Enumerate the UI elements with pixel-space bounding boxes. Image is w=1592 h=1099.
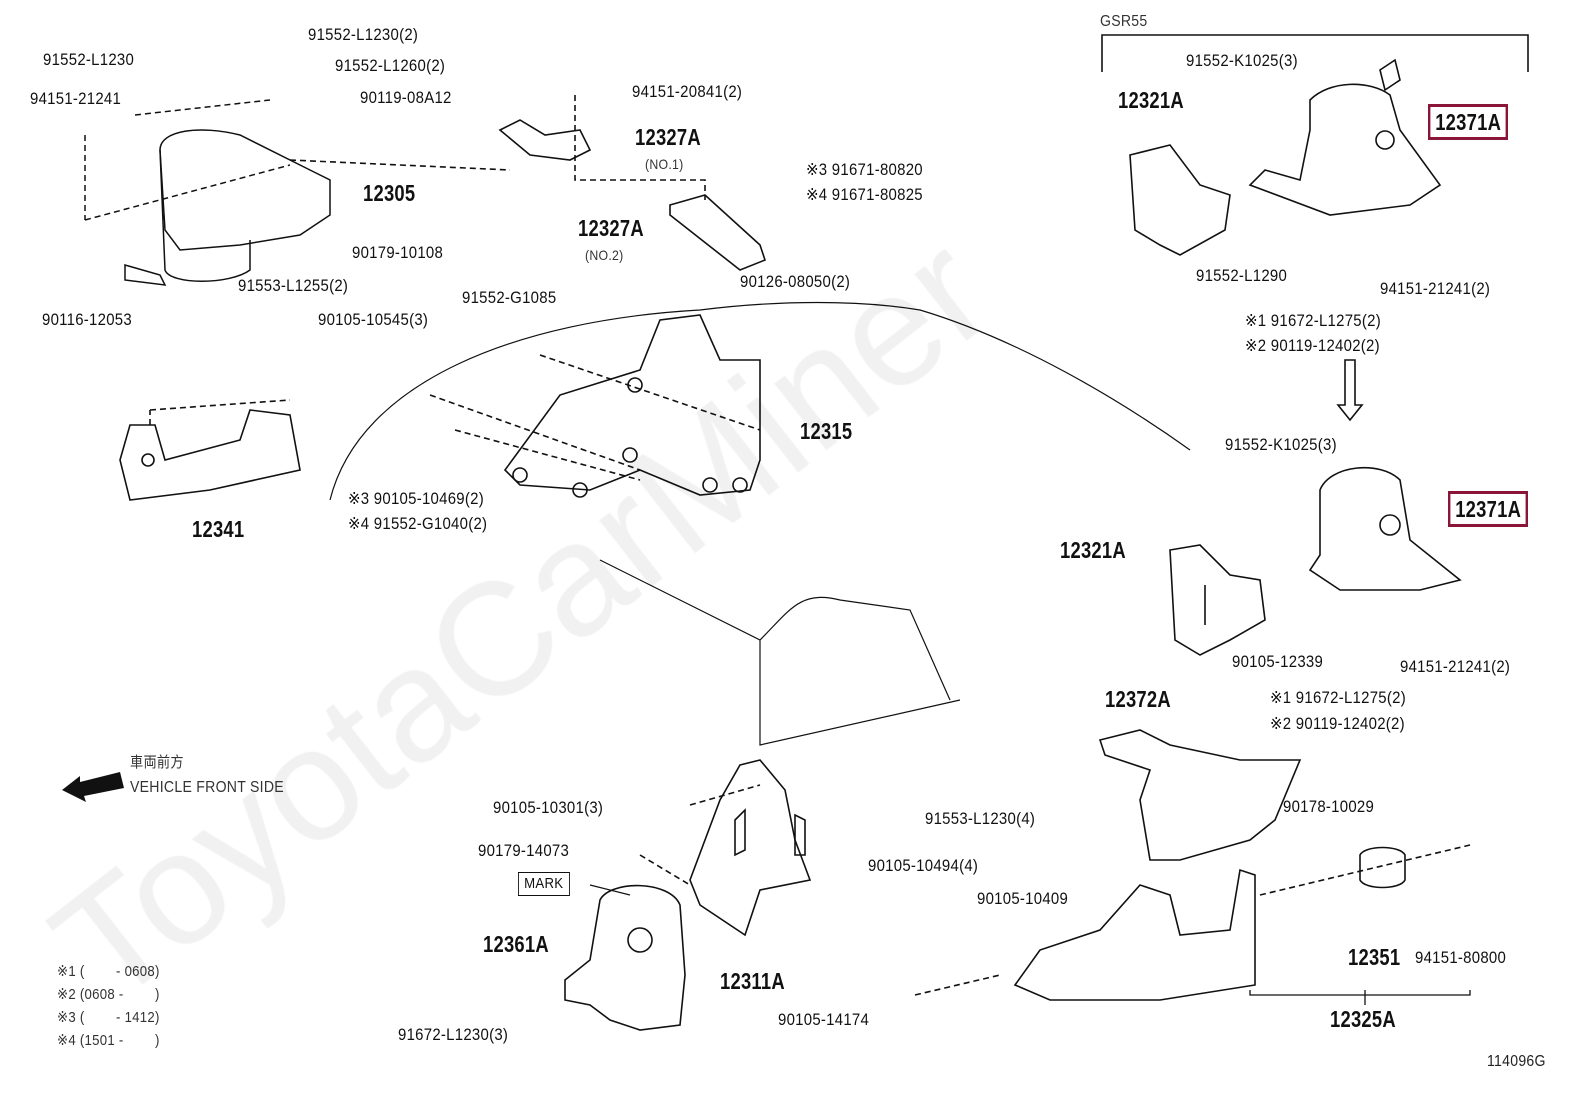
part-label[interactable]: 91552-L1230 bbox=[43, 50, 135, 69]
note-key: ※1 bbox=[57, 963, 76, 980]
part-12372a bbox=[1098, 729, 1302, 861]
part-label[interactable]: 91553-L1255(2) bbox=[238, 276, 349, 295]
part-label[interactable]: 91552-K1025(3) bbox=[1186, 51, 1298, 70]
variant-label: GSR55 bbox=[1100, 13, 1148, 30]
note-key: ※4 bbox=[57, 1032, 76, 1049]
highlighted-part-label[interactable]: 12371A bbox=[1448, 491, 1529, 527]
diagram-id: 114096G bbox=[1487, 1053, 1546, 1070]
note-range: (0608 - ) bbox=[79, 986, 160, 1003]
note-range: ( - 0608) bbox=[79, 963, 160, 980]
part-label[interactable]: 94151-21241 bbox=[30, 89, 122, 108]
part-12351 bbox=[1359, 846, 1406, 889]
part-label[interactable]: 12372A bbox=[1105, 686, 1171, 712]
part-label[interactable]: 90105-14174 bbox=[778, 1010, 870, 1029]
note-key: ※3 bbox=[57, 1009, 76, 1026]
part-label[interactable]: 90126-08050(2) bbox=[740, 272, 851, 291]
part-label[interactable]: 91552-L1260(2) bbox=[335, 56, 446, 75]
part-label[interactable]: 90105-10301(3) bbox=[493, 798, 604, 817]
part-label[interactable]: ※3 90105-10469(2) bbox=[348, 489, 484, 508]
part-label[interactable]: 12327A bbox=[578, 215, 644, 241]
part-label[interactable]: 94151-20841(2) bbox=[632, 82, 743, 101]
part-label[interactable]: 90105-10494(4) bbox=[868, 856, 979, 875]
part-label[interactable]: 90119-08A12 bbox=[360, 88, 452, 107]
part-label[interactable]: 12341 bbox=[192, 516, 245, 542]
part-12311a bbox=[689, 759, 812, 937]
part-label[interactable]: ※2 90119-12402(2) bbox=[1270, 714, 1405, 733]
gsr55-bracket bbox=[1101, 34, 1529, 72]
note-row: ※1 ( - 0608) bbox=[57, 962, 160, 982]
part-12321a-top bbox=[1129, 144, 1231, 256]
part-label[interactable]: 12361A bbox=[483, 931, 549, 957]
part-label[interactable]: ※2 90119-12402(2) bbox=[1245, 336, 1380, 355]
arrow-down-icon bbox=[1336, 359, 1364, 422]
part-12305 bbox=[84, 99, 331, 286]
part-label[interactable]: 12305 bbox=[363, 180, 416, 206]
part-12321a-mid bbox=[1169, 544, 1266, 656]
part-label[interactable]: ※4 91671-80825 bbox=[806, 185, 923, 204]
part-12325a bbox=[914, 844, 1471, 1005]
part-note: (NO.1) bbox=[645, 156, 684, 172]
part-label[interactable]: 91672-L1230(3) bbox=[398, 1025, 509, 1044]
part-label[interactable]: 91552-L1290 bbox=[1196, 266, 1288, 285]
engine-outline bbox=[329, 301, 1191, 746]
part-label[interactable]: 12351 bbox=[1348, 944, 1401, 970]
part-12315 bbox=[429, 314, 761, 498]
part-label[interactable]: 12315 bbox=[800, 418, 853, 444]
part-label[interactable]: 12325A bbox=[1330, 1006, 1396, 1032]
part-label[interactable]: 91552-G1085 bbox=[462, 288, 557, 307]
note-range: ( - 1412) bbox=[79, 1009, 160, 1026]
note-range: (1501 - ) bbox=[79, 1032, 160, 1049]
part-label[interactable]: 94151-21241(2) bbox=[1380, 279, 1491, 298]
note-row: ※3 ( - 1412) bbox=[57, 1008, 160, 1028]
part-label[interactable]: 90178-10029 bbox=[1283, 797, 1375, 816]
direction-arrow-icon bbox=[62, 772, 124, 802]
part-label[interactable]: 91552-K1025(3) bbox=[1225, 435, 1337, 454]
part-label[interactable]: 90116-12053 bbox=[42, 310, 132, 329]
part-label[interactable]: ※1 91672-L1275(2) bbox=[1270, 688, 1406, 707]
part-12327a-no1 bbox=[498, 119, 592, 161]
part-label[interactable]: 91553-L1230(4) bbox=[925, 809, 1036, 828]
part-note: (NO.2) bbox=[585, 247, 624, 263]
part-label[interactable]: 12311A bbox=[720, 968, 785, 994]
part-12371a-mid bbox=[1308, 466, 1462, 591]
part-label[interactable]: 94151-21241(2) bbox=[1400, 657, 1511, 676]
part-label[interactable]: 12327A bbox=[635, 124, 701, 150]
part-label[interactable]: 90105-10409 bbox=[977, 889, 1069, 908]
part-label[interactable]: 12321A bbox=[1060, 537, 1126, 563]
part-12361a bbox=[564, 884, 686, 1031]
part-label[interactable]: 90179-14073 bbox=[478, 841, 570, 860]
mark-callout: MARK bbox=[518, 872, 570, 896]
part-12341 bbox=[119, 399, 301, 501]
part-label[interactable]: 90179-10108 bbox=[352, 243, 444, 262]
note-row: ※2 (0608 - ) bbox=[57, 985, 160, 1005]
part-label[interactable]: 12321A bbox=[1118, 87, 1184, 113]
part-label[interactable]: 91552-L1230(2) bbox=[308, 25, 419, 44]
part-label[interactable]: 94151-80800 bbox=[1415, 948, 1507, 967]
part-label[interactable]: ※3 91671-80820 bbox=[806, 160, 923, 179]
part-12327a-no2 bbox=[669, 194, 766, 271]
highlighted-part-label[interactable]: 12371A bbox=[1428, 104, 1509, 140]
part-label[interactable]: ※1 91672-L1275(2) bbox=[1245, 311, 1381, 330]
part-label[interactable]: ※4 91552-G1040(2) bbox=[348, 514, 488, 533]
part-label[interactable]: 90105-12339 bbox=[1232, 652, 1324, 671]
part-label[interactable]: 90105-10545(3) bbox=[318, 310, 429, 329]
direction-label-en: VEHICLE FRONT SIDE bbox=[130, 779, 284, 796]
direction-label-jp: 車両前方 bbox=[130, 754, 184, 771]
part-12371a-top bbox=[1248, 58, 1442, 216]
note-key: ※2 bbox=[57, 986, 76, 1003]
note-row: ※4 (1501 - ) bbox=[57, 1031, 160, 1051]
